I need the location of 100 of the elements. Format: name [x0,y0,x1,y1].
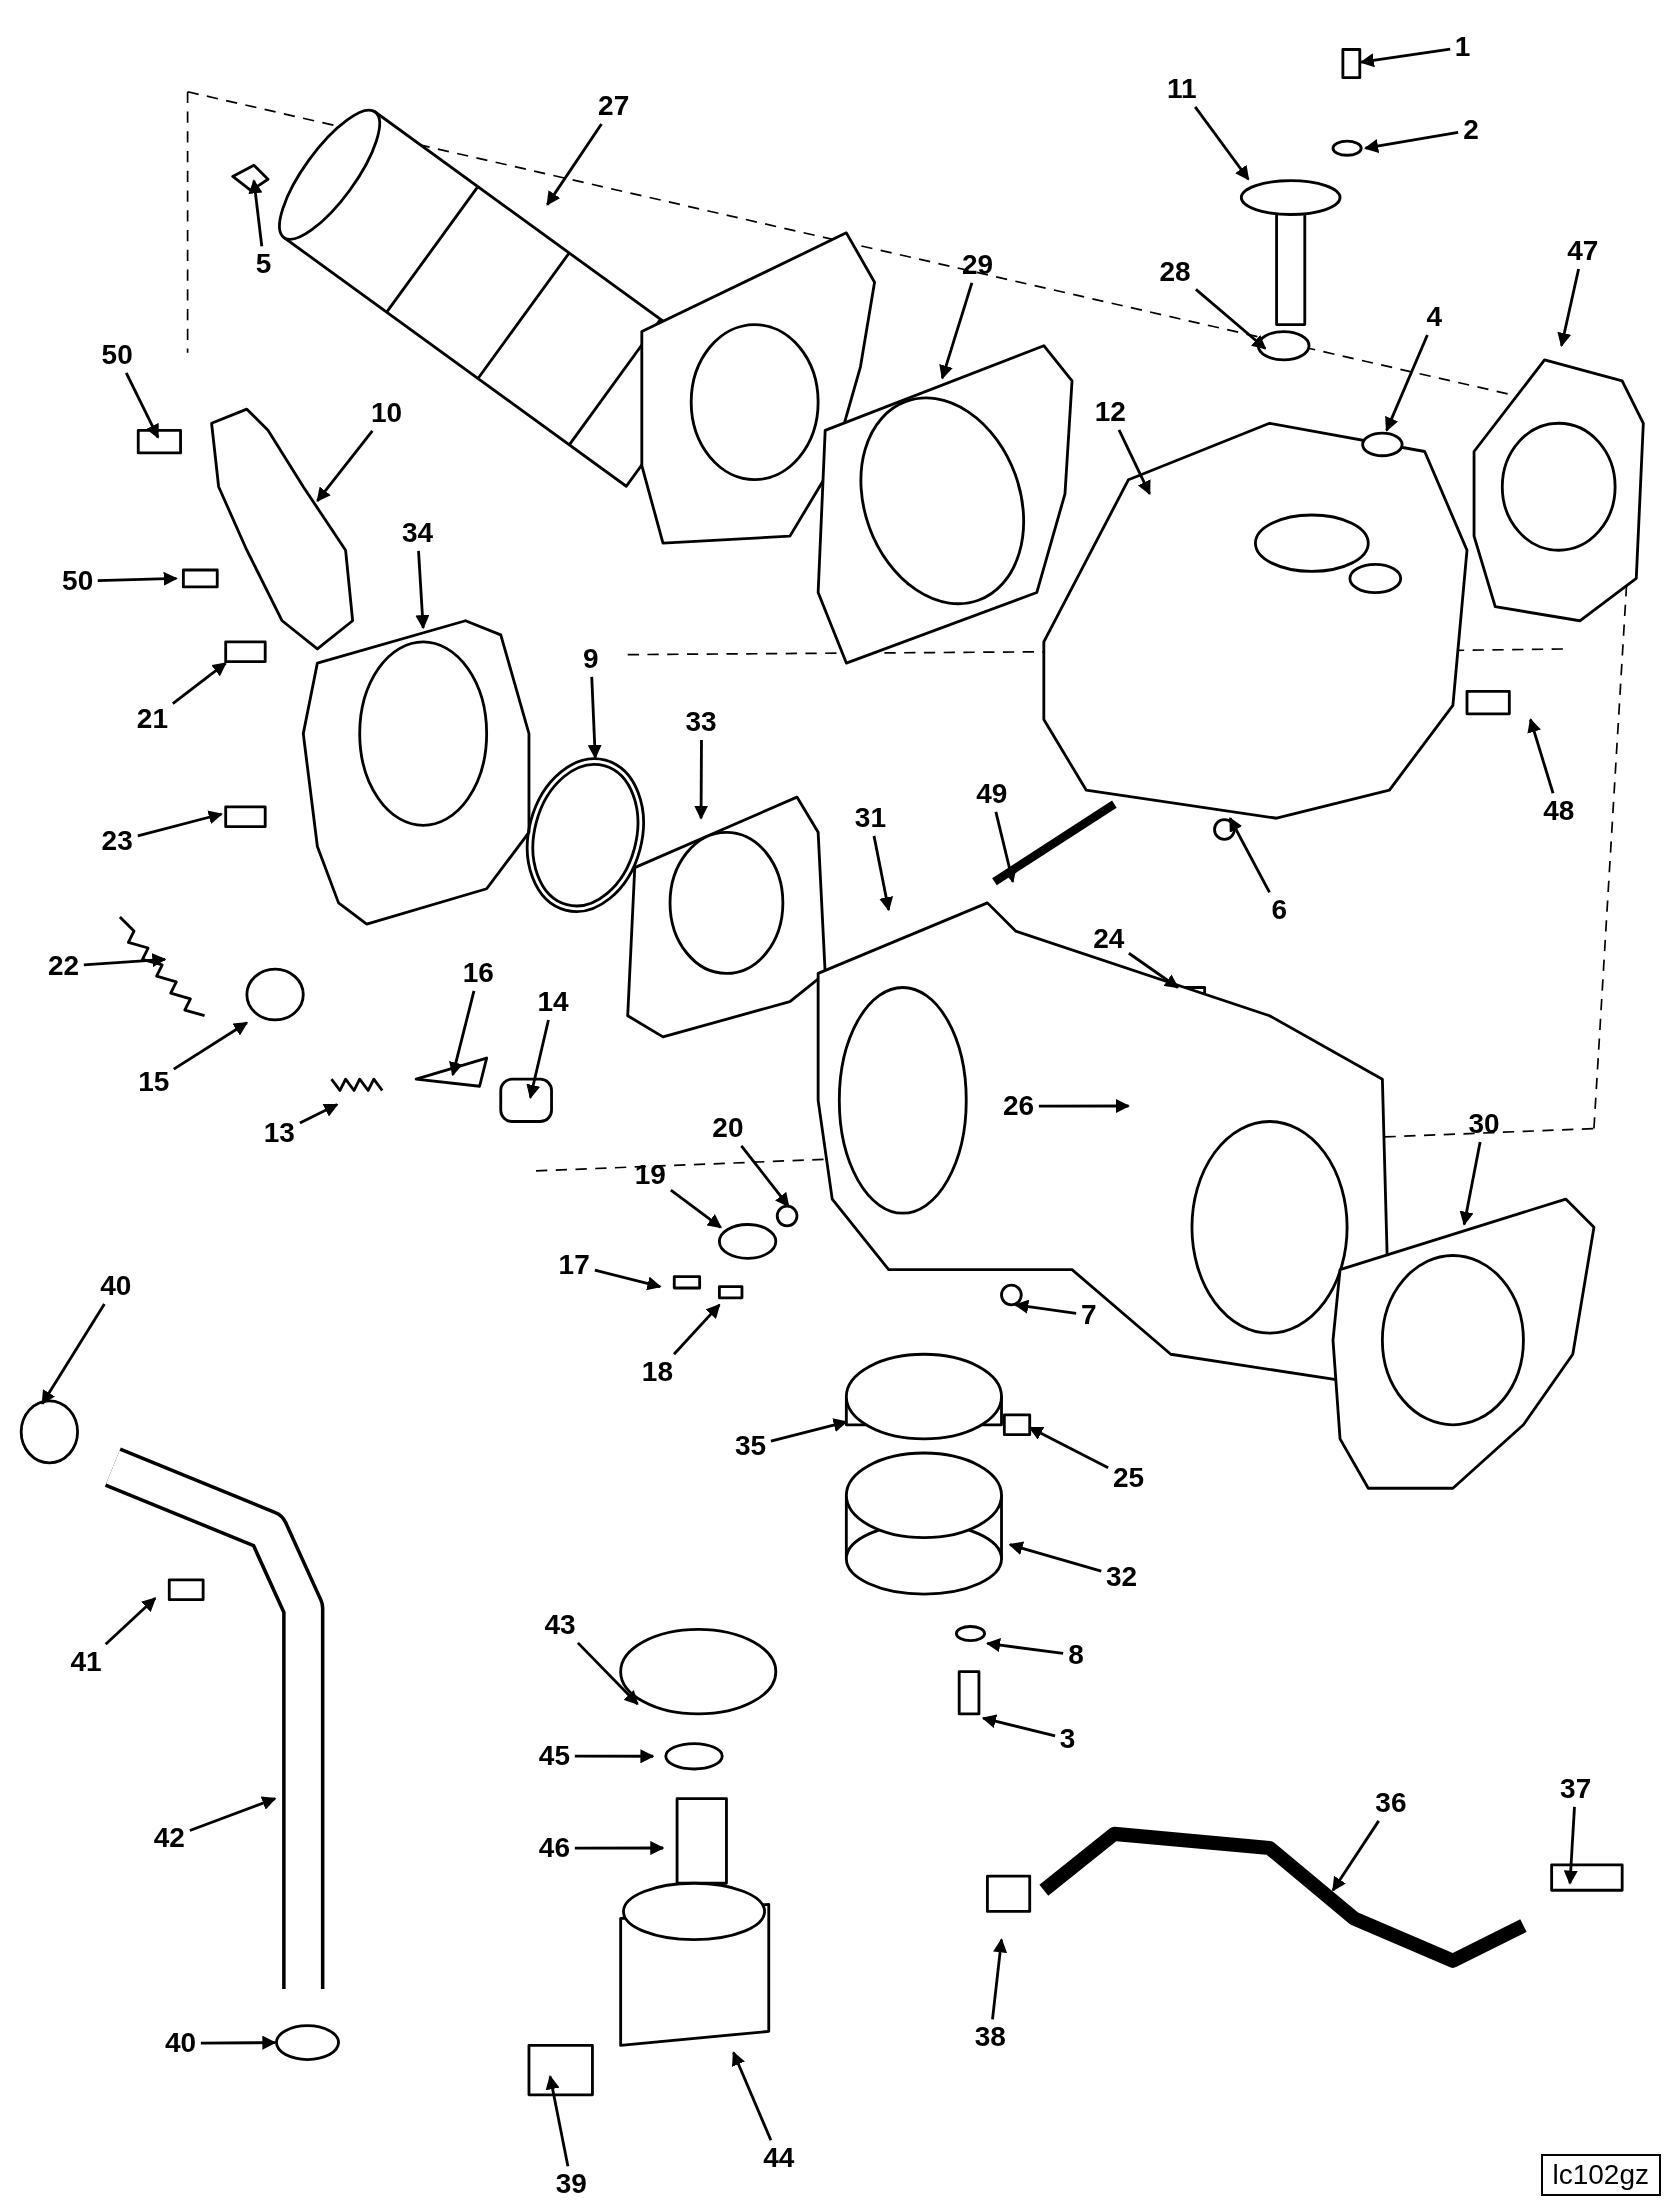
leader-line [872,835,894,912]
leader-line [1228,817,1271,893]
leader-line [939,282,974,380]
leader-line [732,2051,773,2141]
callout-number: 7 [1078,1299,1099,1330]
callout-number: 27 [596,90,632,121]
leader-line [449,990,476,1077]
leader-line [991,1938,1008,2020]
leader-line [299,1103,339,1125]
leader-line [740,1145,790,1208]
leader-line [1459,1141,1482,1226]
leader-line [248,179,264,247]
callout-number: 15 [136,1066,172,1097]
leader-line [994,811,1017,884]
callout-number: 24 [1091,924,1127,955]
callout-number: 2 [1461,114,1481,145]
leader-line [173,1021,249,1071]
leader-line [545,2075,570,2167]
callout-number: 10 [369,398,405,429]
callout-number: 39 [553,2168,589,2199]
callout-number: 30 [1466,1109,1502,1140]
callout-number: 48 [1541,796,1577,827]
leader-line [415,550,430,630]
callout-number: 20 [710,1113,746,1144]
callout-number: 46 [536,1832,572,1863]
callout-number: 6 [1269,894,1289,925]
leader-line [97,571,178,586]
callout-number: 38 [972,2021,1008,2052]
callout-number: 45 [536,1741,572,1772]
leader-line [137,810,223,838]
callout-number: 36 [1373,1787,1409,1818]
callout-number: 14 [535,986,571,1017]
callout-number: 13 [261,1117,297,1148]
leader-line [587,676,602,759]
leader-line [1359,47,1451,68]
callout-number: 19 [632,1160,668,1190]
leader-line [1194,288,1267,350]
callout-number: 37 [1558,1773,1594,1804]
leader-line [1028,1426,1109,1469]
leader-line [1014,1299,1077,1315]
leader-line [1008,1541,1102,1573]
callout-number: 23 [99,825,135,856]
leader-line [83,953,167,968]
callout-number: 29 [960,250,996,281]
leader-line [1194,106,1250,181]
leader-line [672,1303,721,1356]
leader-line [104,1597,157,1646]
callout-number: 12 [1092,396,1128,427]
callout-number: 18 [639,1357,675,1388]
callout-number: 5 [253,248,274,279]
leader-line [770,1418,848,1443]
leader-line [986,1638,1064,1655]
leader-line [1563,1806,1578,1885]
callout-number: 41 [68,1646,104,1677]
callout-number: 3 [1057,1724,1078,1755]
leader-line [526,1019,550,1099]
callout-number: 42 [151,1823,187,1853]
callout-number: 17 [556,1250,592,1281]
callout-number: 8 [1066,1639,1086,1670]
callout-number: 40 [163,2027,199,2058]
leader-line [1527,718,1555,794]
callout-number: 21 [134,704,170,735]
leader-line [1128,952,1179,989]
leader-line [316,430,374,502]
callout-number: 34 [400,518,436,549]
leader-line [200,2035,277,2050]
leader-line [1331,1820,1380,1892]
leader-line [546,123,603,206]
leader-line [574,1749,655,1764]
callout-number: 32 [1103,1562,1140,1592]
callout-number: 16 [460,958,496,989]
callout-number: 50 [99,340,135,371]
callout-number: 4 [1424,302,1445,333]
callout-number: 9 [581,643,601,674]
figure-code: lc102gz [1540,2154,1661,2197]
callout-number: 49 [974,779,1010,810]
leader-line [694,739,709,820]
callout-number: 47 [1565,236,1601,267]
callout-number: 44 [761,2143,797,2174]
callout-number: 40 [98,1271,134,1302]
callout-number: 1 [1452,31,1473,62]
leader-line [1364,130,1459,153]
callout-number: 25 [1110,1463,1147,1494]
callout-number: 31 [852,803,888,834]
leader-line [574,1840,665,1856]
callout-number: 28 [1157,257,1193,288]
leader-line [171,661,227,705]
leader-line [576,1641,639,1706]
leader-line [594,1268,662,1291]
leader-line [1038,1098,1130,1114]
callout-number: 50 [60,566,96,597]
leader-line [189,1796,277,1832]
leader-line [1385,334,1429,432]
leader-line [670,1189,722,1229]
callout-number: 26 [1000,1090,1037,1121]
callout-number: 33 [683,707,719,738]
leader-line [41,1303,106,1405]
leader-line [1557,268,1580,348]
callout-number: 43 [542,1610,578,1640]
callout-number: 35 [732,1430,769,1461]
